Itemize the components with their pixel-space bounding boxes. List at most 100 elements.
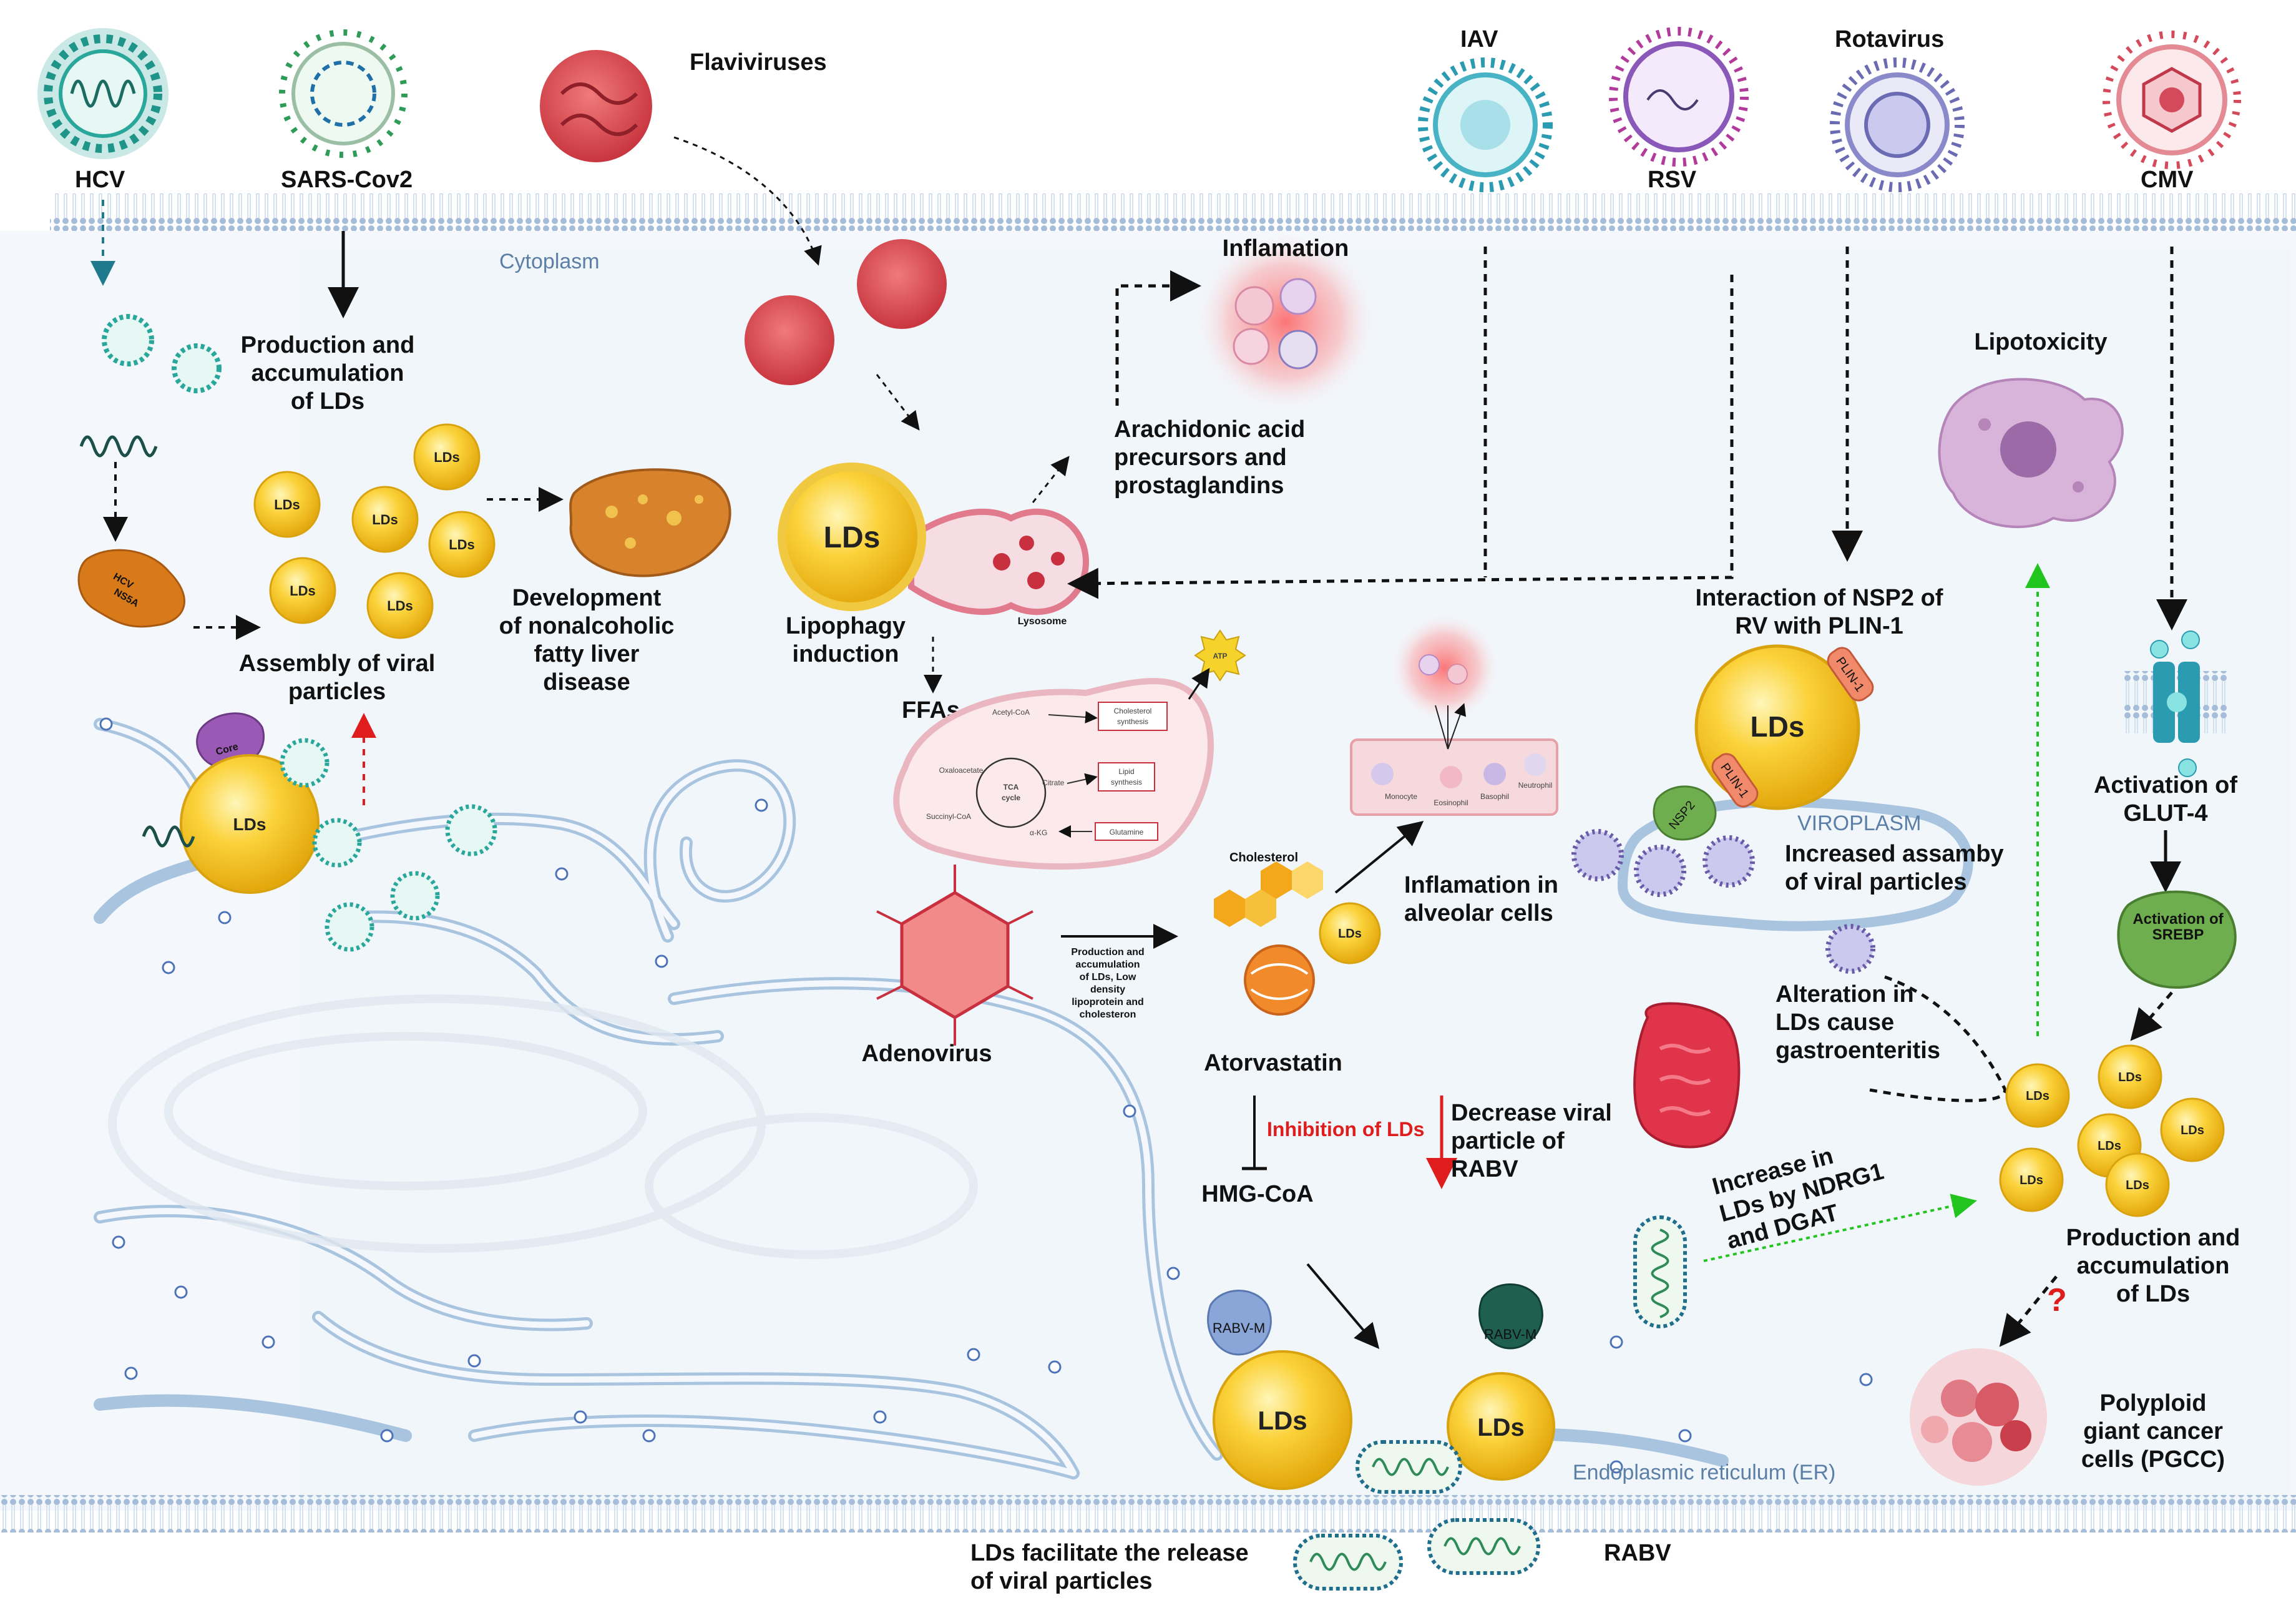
rsv-label: RSV xyxy=(1648,167,1697,193)
svg-text:Activation of: Activation of xyxy=(2094,772,2237,798)
ld-small-cholesterol: LDs xyxy=(1319,902,1381,964)
svg-text:LDs: LDs xyxy=(1477,1414,1525,1441)
svg-text:of LDs, Low: of LDs, Low xyxy=(1080,972,1136,983)
svg-text:SREBP: SREBP xyxy=(2152,926,2204,943)
svg-text:α-KG: α-KG xyxy=(1030,828,1047,837)
hcv-virus xyxy=(37,28,169,159)
svg-text:LDs: LDs xyxy=(1258,1406,1307,1435)
lipotoxic-cell xyxy=(1938,378,2124,529)
mitochondrion-tca: TCA cycle Acetyl-CoA Oxaloacetate Citrat… xyxy=(893,678,1214,870)
svg-text:synthesis: synthesis xyxy=(1117,717,1148,726)
svg-text:of nonalcoholic: of nonalcoholic xyxy=(499,613,675,639)
svg-text:Oxaloacetate: Oxaloacetate xyxy=(939,766,984,775)
svg-text:Neutrophil: Neutrophil xyxy=(1518,781,1553,790)
svg-text:LDs: LDs xyxy=(387,598,413,614)
svg-text:LDs: LDs xyxy=(290,583,316,599)
plasma-membrane-top xyxy=(50,194,2296,231)
alveolar-vessel: Monocyte Eosinophil Basophil Neutrophil xyxy=(1350,612,1558,816)
svg-text:LDs facilitate the release: LDs facilitate the release xyxy=(970,1540,1249,1566)
ld-cluster-1: LDs LDs LDs LDs LDs LDs xyxy=(253,423,496,639)
hcv-ns5a-protein: HCV NS5A xyxy=(77,549,185,628)
svg-text:Eosinophil: Eosinophil xyxy=(1434,798,1468,807)
svg-text:LDs: LDs xyxy=(2118,1071,2142,1084)
alteration-label: Alteration in LDs cause gastroenteritis xyxy=(1776,981,1940,1064)
svg-text:LDs: LDs xyxy=(1338,927,1362,941)
svg-text:of LDs: of LDs xyxy=(2116,1281,2190,1307)
sars-cov2-virus xyxy=(279,29,408,158)
flavivirus-particles xyxy=(745,239,947,385)
svg-text:Increased assamby: Increased assamby xyxy=(1785,841,2004,867)
hmg-coa-label: HMG-CoA xyxy=(1201,1181,1313,1207)
svg-text:fatty liver: fatty liver xyxy=(534,641,640,667)
ndrg1-virus xyxy=(1633,1215,1687,1328)
svg-text:TCA: TCA xyxy=(1004,783,1019,792)
release-label: LDs facilitate the release of viral part… xyxy=(970,1540,1249,1594)
rabv-label: RABV xyxy=(1604,1540,1671,1566)
svg-text:Succinyl-CoA: Succinyl-CoA xyxy=(926,812,971,821)
svg-text:synthesis: synthesis xyxy=(1111,778,1142,787)
svg-text:LDs: LDs xyxy=(824,521,881,554)
svg-text:LDs: LDs xyxy=(2126,1179,2149,1192)
svg-text:Production and: Production and xyxy=(2066,1225,2240,1251)
svg-text:Alteration in: Alteration in xyxy=(1776,981,1914,1008)
ribosomes xyxy=(99,717,1873,1474)
nafld-label: Development of nonalcoholic fatty liver … xyxy=(499,585,675,695)
flavivirus-virus xyxy=(540,50,652,162)
svg-text:alveolar cells: alveolar cells xyxy=(1404,900,1553,926)
nsp2-interaction-label: Interaction of NSP2 of RV with PLIN-1 xyxy=(1696,585,1943,639)
decrease-rabv-label: Decrease viral particle of RABV xyxy=(1451,1100,1612,1182)
production-accumulation-label-2: Production and accumulation of LDs xyxy=(2066,1225,2240,1307)
svg-text:LDs: LDs xyxy=(233,815,266,834)
hcv-label: HCV xyxy=(75,167,125,193)
svg-text:Acetyl-CoA: Acetyl-CoA xyxy=(992,708,1030,717)
hcv-rna-er xyxy=(142,825,195,848)
svg-text:LDs: LDs xyxy=(434,449,460,465)
ld-rabv-2: LDs xyxy=(1447,1372,1555,1481)
svg-text:precursors and: precursors and xyxy=(1114,444,1287,471)
svg-text:particles: particles xyxy=(288,679,386,705)
rabv-m-protein-1: RABV-M xyxy=(1207,1290,1272,1356)
intestine xyxy=(1633,1002,1741,1149)
atorvastatin-lipid xyxy=(1244,944,1315,1016)
svg-text:LDs: LDs xyxy=(274,497,300,512)
increased-assembly-label: Increased assamby of viral particles xyxy=(1785,841,2004,895)
question-mark: ? xyxy=(2047,1282,2067,1318)
lipotoxicity-label: Lipotoxicity xyxy=(1974,329,2107,355)
svg-text:Production and: Production and xyxy=(241,332,415,358)
svg-text:lipoprotein and: lipoprotein and xyxy=(1072,997,1144,1008)
svg-text:gastroenteritis: gastroenteritis xyxy=(1776,1037,1940,1064)
atorvastatin-label: Atorvastatin xyxy=(1204,1050,1342,1076)
svg-text:Arachidonic acid: Arachidonic acid xyxy=(1114,416,1305,443)
sars-cov2-label: SARS-Cov2 xyxy=(281,167,413,193)
iav-virus xyxy=(1418,57,1553,192)
svg-text:RABV: RABV xyxy=(1451,1156,1518,1182)
viroplasm-label: VIROPLASM xyxy=(1797,811,1921,835)
plasma-membrane-bottom xyxy=(0,1495,2296,1532)
nsp2-protein: NSP2 xyxy=(1653,785,1717,841)
svg-text:GLUT-4: GLUT-4 xyxy=(2123,800,2207,826)
svg-text:LDs: LDs xyxy=(449,537,475,552)
svg-text:LDs: LDs xyxy=(1751,710,1805,743)
svg-text:of viral particles: of viral particles xyxy=(1785,869,1966,895)
svg-text:Glutamine: Glutamine xyxy=(1110,828,1144,836)
svg-text:Citrate: Citrate xyxy=(1042,778,1065,787)
rabv-particles xyxy=(1293,1440,1540,1591)
svg-text:Decrease viral: Decrease viral xyxy=(1451,1100,1612,1126)
arachidonic-label: Arachidonic acid precursors and prostagl… xyxy=(1114,416,1305,499)
svg-text:density: density xyxy=(1090,984,1125,995)
svg-text:LDs: LDs xyxy=(2026,1089,2049,1103)
svg-text:Activation of: Activation of xyxy=(2132,911,2224,928)
svg-text:giant cancer: giant cancer xyxy=(2083,1418,2223,1444)
hcv-particles xyxy=(102,314,222,393)
svg-text:Development: Development xyxy=(512,585,662,611)
hcv-budding-particles xyxy=(280,738,497,952)
rsv-virus xyxy=(1609,27,1749,167)
adeno-production-label: Production and accumulation of LDs, Low … xyxy=(1071,947,1144,1020)
glut4-label: Activation of GLUT-4 xyxy=(2094,772,2237,826)
svg-text:Basophil: Basophil xyxy=(1480,792,1509,801)
svg-text:prostaglandins: prostaglandins xyxy=(1114,473,1284,499)
svg-text:RABV-M: RABV-M xyxy=(1484,1326,1536,1342)
svg-text:particle of: particle of xyxy=(1451,1128,1565,1154)
ld-plin1: LDs PLIN-1 PLIN-1 xyxy=(1694,644,1874,810)
